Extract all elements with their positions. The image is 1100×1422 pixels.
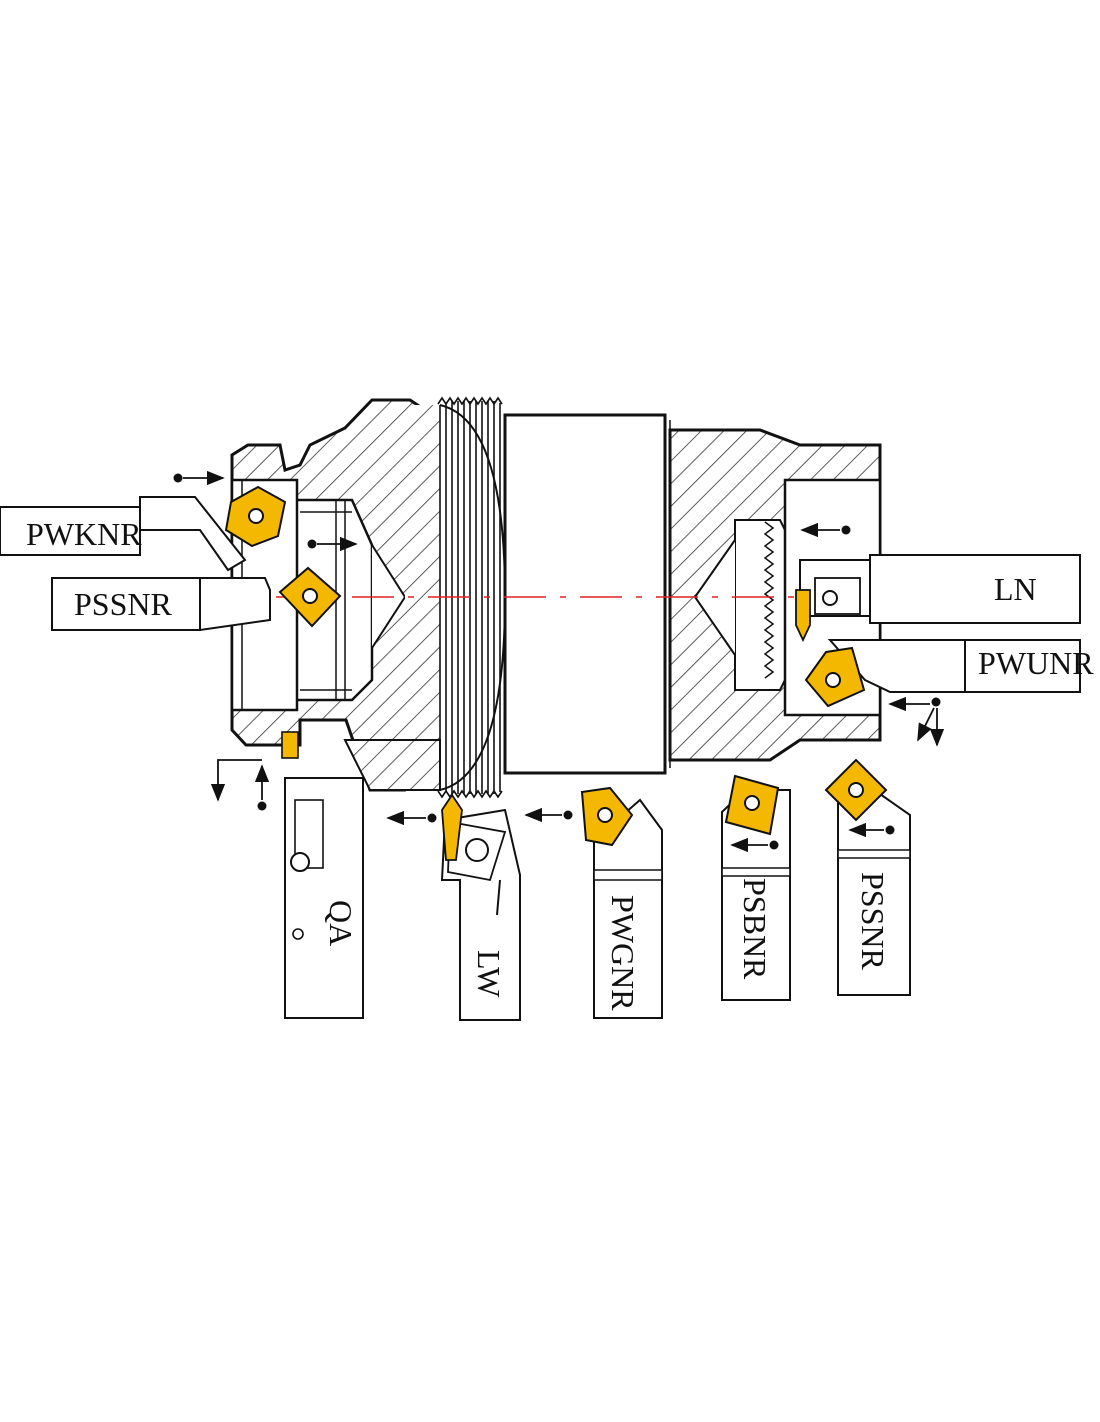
label-qa: QA [323,900,359,946]
arrow-dot-icon [257,801,267,811]
tool-qa: QA [281,731,364,1019]
feed-arrows [173,470,945,853]
label-pssnr-bottom: PSSNR [855,872,891,971]
arrow-dot-icon [563,810,573,820]
arrow-dot-icon [307,539,317,549]
label-pssnr-left: PSSNR [74,586,173,622]
screw-icon [302,588,318,604]
label-ln: LN [994,571,1037,607]
screw-icon [597,807,613,823]
tool-psbnr: PSBNR [721,774,791,1001]
insert-icon [441,793,463,861]
tool-pssnr-left: PSSNR [51,566,342,632]
label-pwgnr: PWGNR [605,895,641,1011]
insert-icon [795,589,811,643]
tool-ln: LN [795,554,1081,643]
label-psbnr: PSBNR [737,878,773,980]
screw-icon [744,795,760,811]
tool-pwunr: PWUNR [804,639,1094,708]
arrow-dot-icon [931,697,941,707]
arrow-dot-icon [769,840,779,850]
label-pwunr: PWUNR [978,645,1094,681]
threaded-body [343,396,671,799]
screw-icon [290,852,310,872]
label-pwknr: PWKNR [26,516,142,552]
arrow-dot-icon [885,825,895,835]
arrow-dot-icon [841,525,851,535]
screw-icon [848,782,864,798]
tool-pwgnr: PWGNR [580,786,663,1019]
tool-pssnr-bottom: PSSNR [824,758,911,996]
screw-icon [465,838,489,862]
arrow-dot-icon [427,813,437,823]
tool-lw: LW [440,793,521,1021]
screw-icon [825,672,841,688]
screw-icon [248,508,264,524]
tool-pwknr: PWKNR [0,485,287,572]
label-lw: LW [471,950,507,998]
arrow-dot-icon [173,473,183,483]
screw-icon [822,590,838,606]
